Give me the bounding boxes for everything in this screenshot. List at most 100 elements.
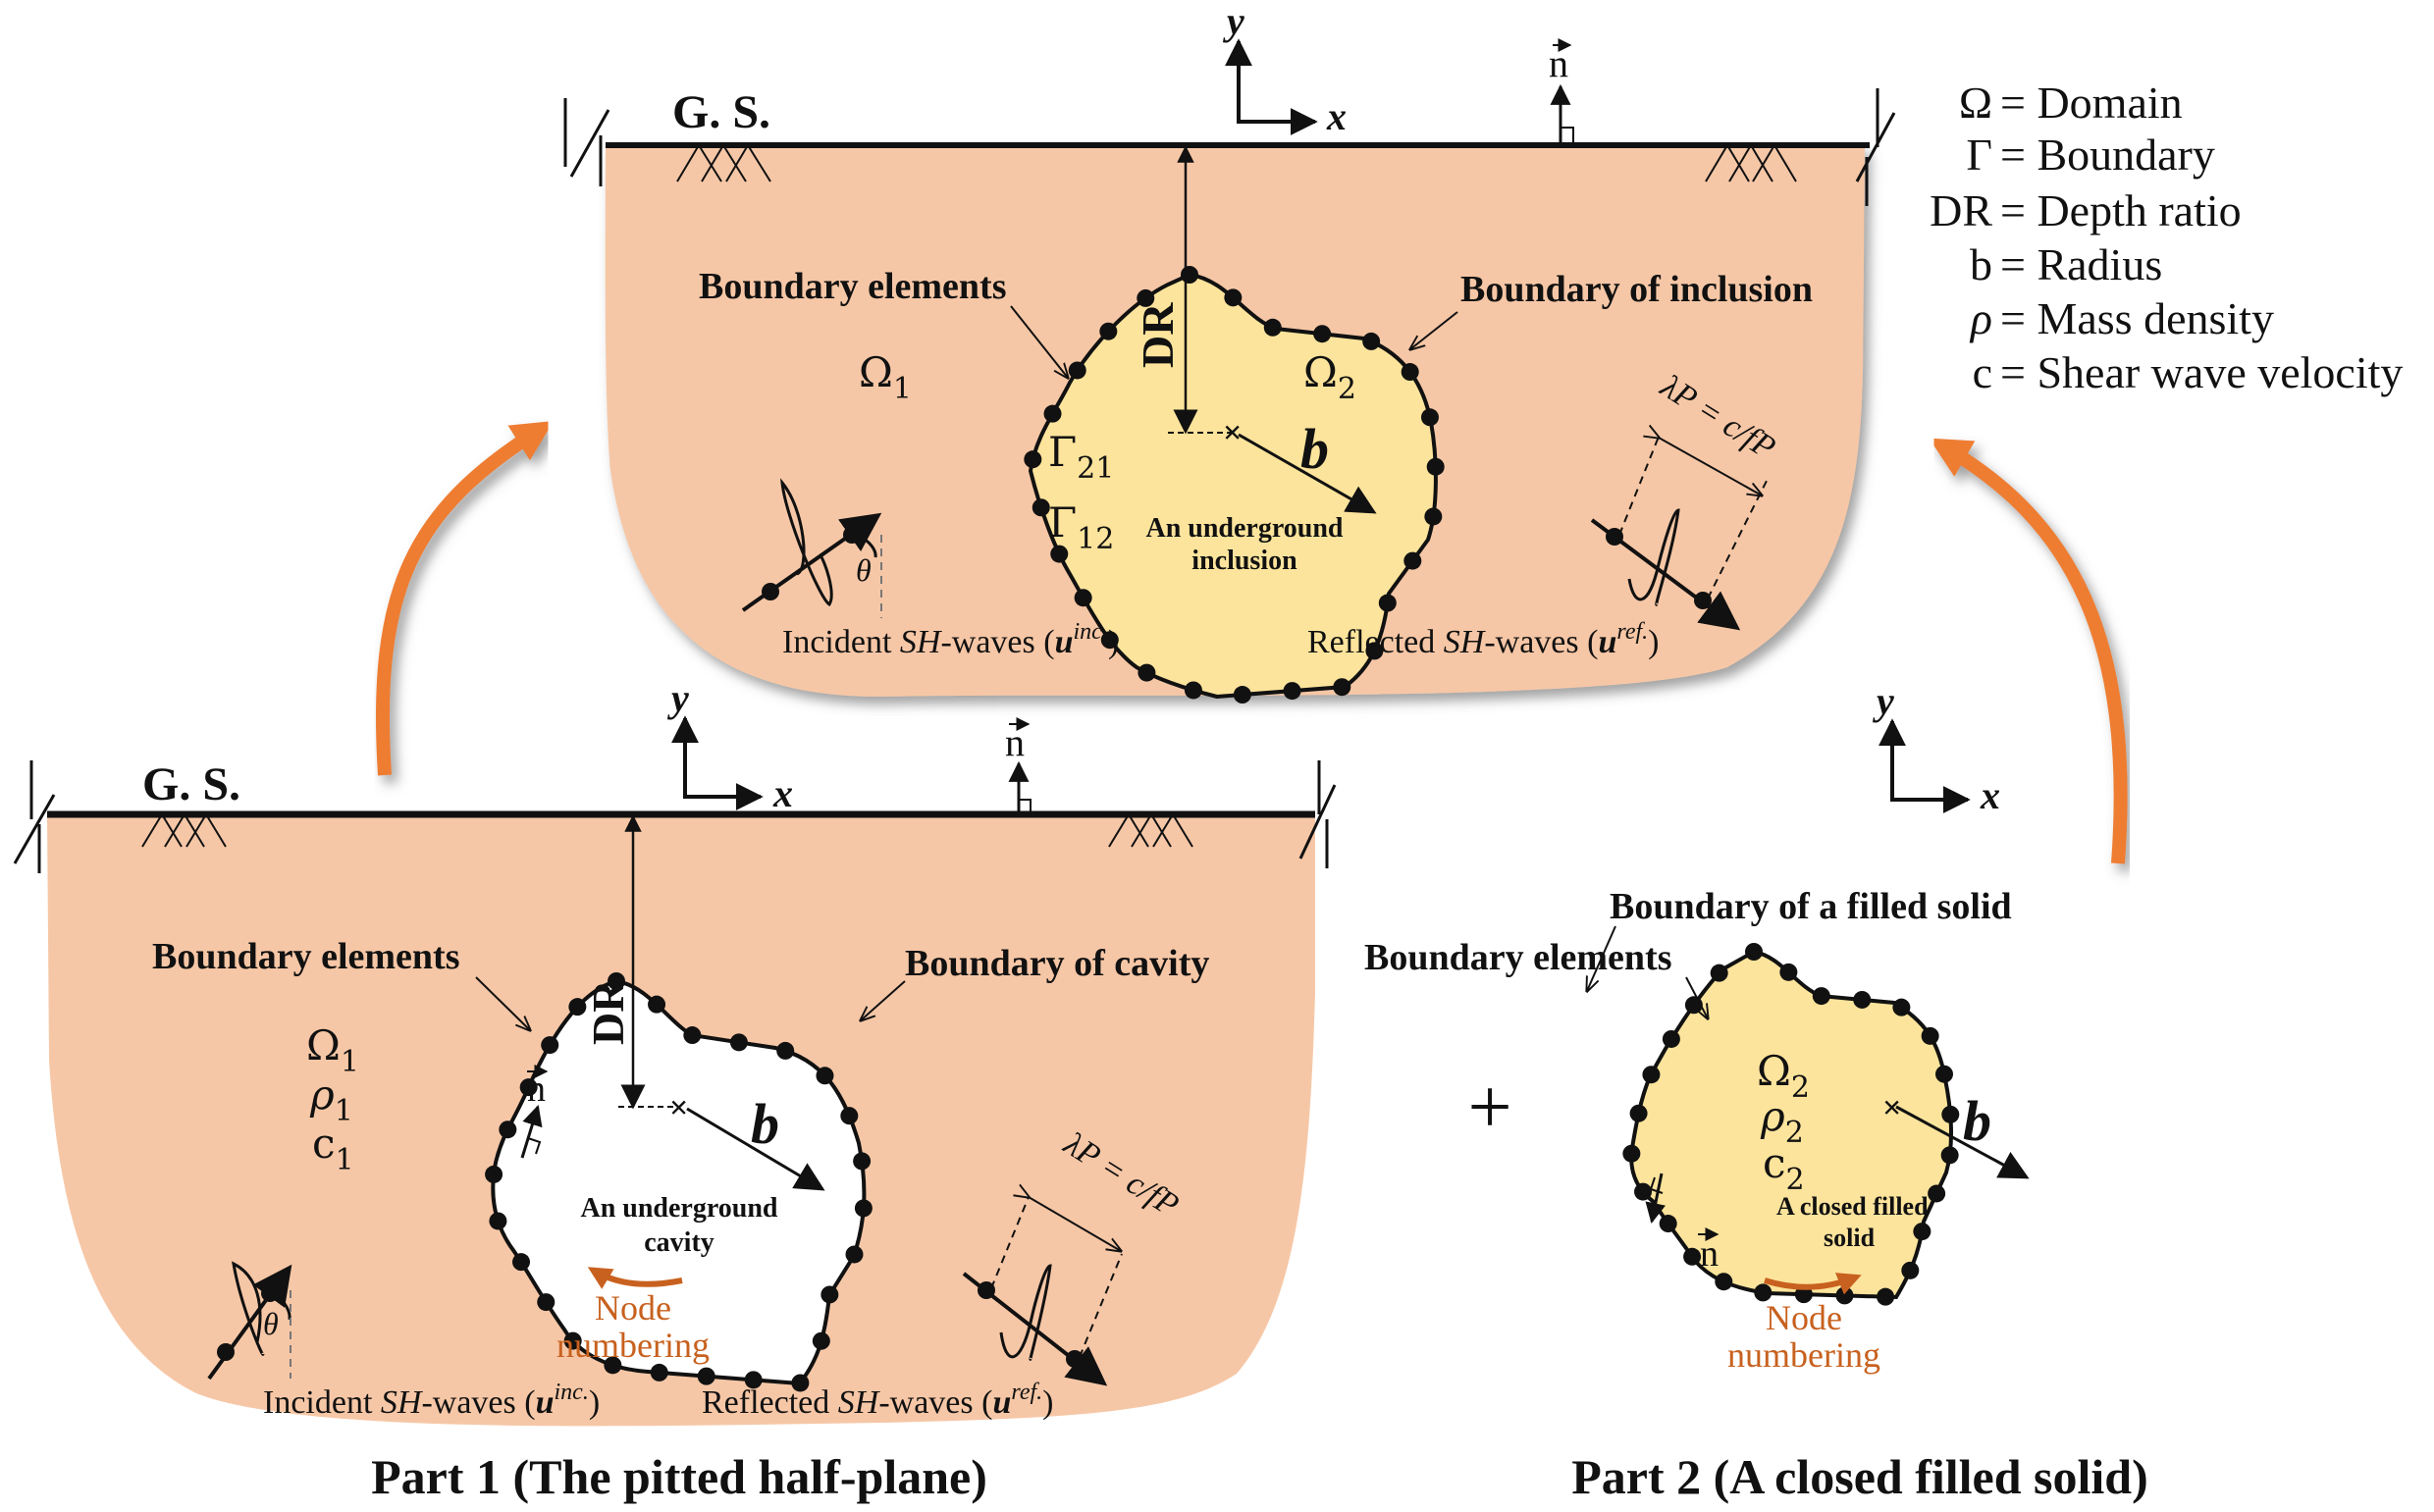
boundary-node [1634,1182,1653,1201]
part2-boundary-filled-pointer [1587,925,1616,991]
boundary-node [1403,551,1422,570]
top-ground-hatch-right [1705,143,1797,182]
part1-node-numbering-line2: numbering [556,1326,710,1365]
boundary-node [1378,594,1397,612]
part1-rho-label: ρ1 [309,1070,353,1128]
boundary-node [853,1152,872,1171]
boundary-node [541,1036,559,1055]
boundary-node [1362,332,1381,350]
boundary-node [1024,450,1042,469]
part1-normal-vector-icon [1008,760,1032,812]
top-ground-surface-label: G. S. [672,86,770,138]
boundary-node [1779,963,1798,981]
part1-axis-x-label: x [772,771,793,815]
legend-text-depth-ratio: = Depth ratio [2000,185,2242,235]
boundary-node [776,1041,795,1060]
boundary-node [729,1033,748,1052]
legend-text-domain: = Domain [2000,78,2183,128]
boundary-node [1715,1273,1733,1291]
part1-break-mark-right [1298,760,1337,868]
part2-panel: y x Ω2 ρ2 c2 × b A closed filled solid n… [1364,679,2148,1504]
part2-axis-y-label: y [1873,679,1894,723]
top-omega2-label: Ω2 [1303,348,1356,406]
boundary-node [1913,1223,1931,1241]
part1-node-numbering-line1: Node [595,1288,671,1328]
top-axes-icon [1225,38,1318,135]
boundary-node [499,1121,517,1139]
boundary-node [845,1245,864,1264]
boundary-node [1401,363,1419,382]
boundary-node [1313,325,1332,343]
boundary-node [1333,678,1351,697]
boundary-node [1754,1283,1773,1302]
top-boundary-inclusion-pointer [1410,311,1458,349]
part1-center-mark: × [669,1090,688,1126]
boundary-node [1263,318,1282,337]
top-ground-hatch-left [676,143,771,182]
boundary-node [1659,1215,1677,1233]
part2-rho-label: ρ2 [1760,1092,1804,1150]
part1-axes-icon [671,715,764,810]
part1-incident-wave-icon [207,1261,292,1381]
boundary-node [519,1078,538,1097]
boundary-node [791,1374,810,1392]
part1-boundary-cavity-pointer [861,980,906,1020]
orange-arrow-right [1929,438,2128,864]
boundary-node [650,1363,668,1382]
top-center-mark: × [1223,415,1242,451]
legend-text-boundary: = Boundary [2000,130,2215,180]
part2-node-numbering-arrow [1764,1273,1862,1295]
top-normal-label: n [1549,41,1568,85]
part1-inner-label-line2: cavity [644,1227,714,1258]
part2-boundary-elements-pointer [1685,976,1708,1018]
top-boundary-inclusion-label: Boundary of inclusion [1460,269,1813,310]
top-radius-label: b [1300,417,1329,481]
part2-axes-icon [1878,718,1971,813]
part2-normal-vector-icon [1645,1173,1667,1225]
boundary-node [1424,507,1443,526]
top-boundary-nodes [1024,266,1445,704]
part2-inner-label-line2: solid [1824,1224,1876,1252]
boundary-node [697,1367,715,1385]
boundary-node [1420,408,1439,427]
boundary-node [568,998,587,1017]
part1-radius-arrow [686,1107,825,1191]
boundary-node [485,1165,503,1183]
part1-boundary-elements-label: Boundary elements [152,936,460,977]
part2-boundary-filled-label: Boundary of a filled solid [1610,886,2012,927]
part1-dr-label: DR [583,979,633,1045]
boundary-node [1043,404,1062,423]
top-boundary-elements-pointer [1010,305,1068,378]
boundary-node [604,1356,622,1375]
part2-omega-label: Ω2 [1757,1047,1810,1105]
legend-symbol-boundary: Γ [1966,130,1992,180]
boundary-node [1683,1247,1702,1266]
boundary-node [744,1371,763,1389]
boundary-node [1928,1184,1946,1203]
boundary-node [537,1293,556,1312]
part2-normal-label: n [1700,1233,1719,1275]
boundary-node [1812,987,1830,1006]
part1-axis-y-label: y [667,676,689,720]
boundary-node [1181,266,1198,284]
part1-boundary-nodes [485,972,873,1392]
boundary-node [1745,943,1763,961]
boundary-node [1365,642,1384,660]
boundary-node [1233,686,1251,704]
boundary-node [1224,288,1243,307]
part2-radius-arrow [1895,1105,2030,1179]
boundary-node [1426,457,1445,476]
part2-radius-label: b [1963,1089,1991,1153]
boundary-node [812,1331,830,1350]
boundary-node [1940,1146,1959,1165]
top-normal-vector-icon [1550,83,1574,143]
part2-node-numbering-line2: numbering [1727,1335,1880,1375]
part1-c-label: c1 [312,1120,354,1177]
plus-sign: + [1467,1065,1511,1151]
boundary-node [820,1285,839,1304]
legend: Ω = Domain Γ = Boundary DR = Depth ratio… [1930,78,2403,397]
top-reflected-label: Reflected SH-waves (uref.) [1307,619,1659,660]
boundary-node [563,1331,582,1350]
part1-normal-label: n [1005,720,1025,764]
